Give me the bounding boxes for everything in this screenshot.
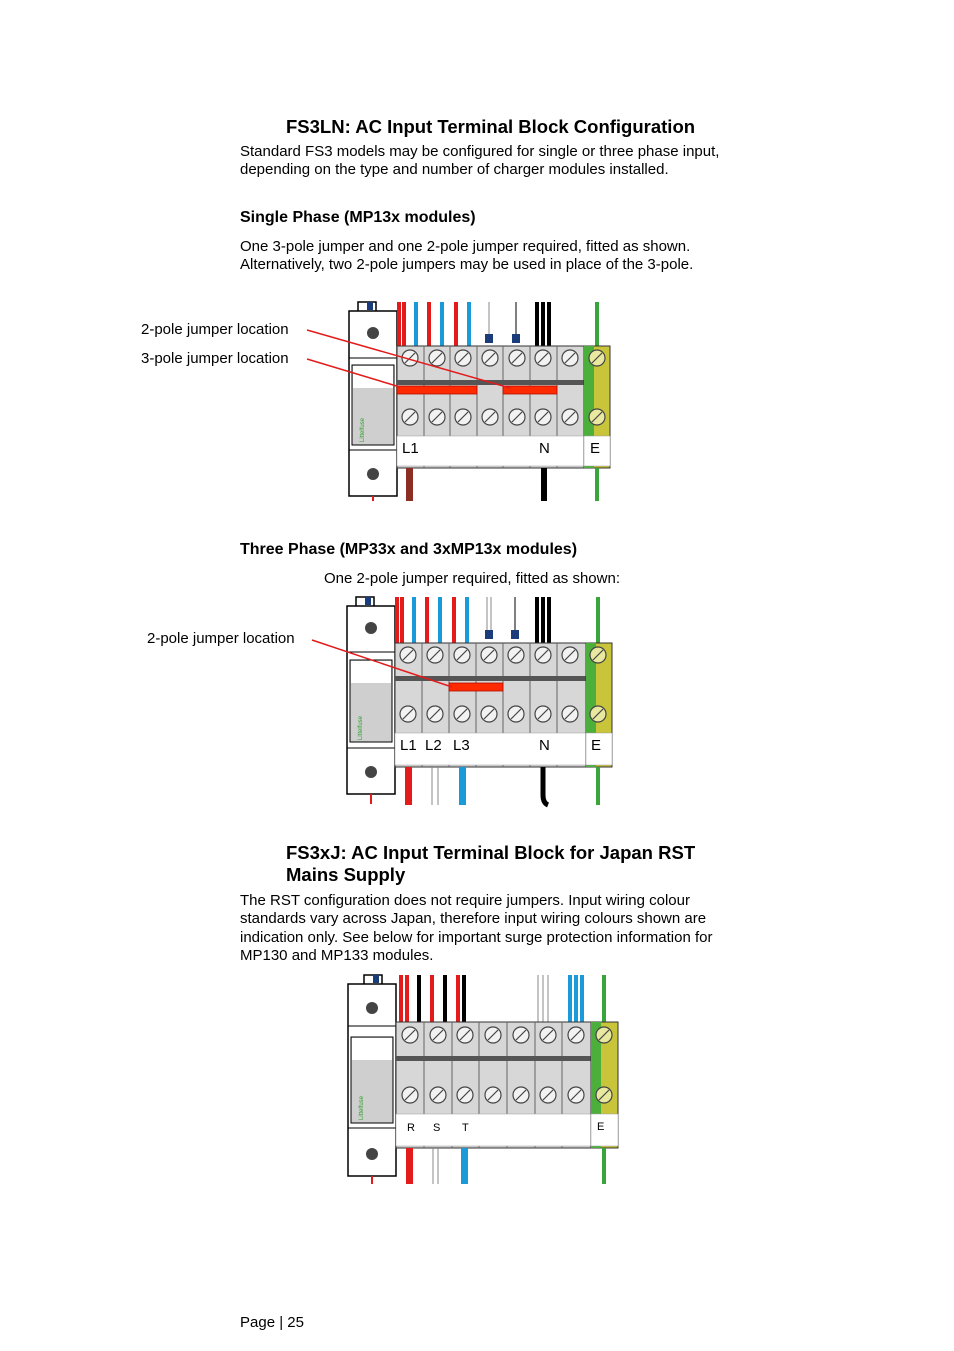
label-L3-d2: L3 [453,737,470,754]
section-title-fs3ln: FS3LN: AC Input Terminal Block Configura… [286,116,696,137]
callout-2pole-single: 2-pole jumper location [141,321,289,338]
label-L1-d1: L1 [402,440,419,457]
section-title-fs3xj-line2: Mains Supply [286,864,406,885]
label-N-d1: N [539,440,550,457]
label-E-d1: E [590,440,600,457]
fuse-brand-label: Littelfuse [360,417,366,442]
page-number: Page | 25 [240,1314,304,1331]
label-L1-d2: L1 [400,737,417,754]
label-E-d3: E [597,1121,604,1133]
section2-text: The RST configuration does not require j… [240,892,713,964]
fuse-holder: Littelfuse [346,596,396,804]
fuse-holder: Littelfuse [347,974,397,1184]
terminal-blocks [396,345,611,469]
callout-3pole-single: 3-pole jumper location [141,350,289,367]
top-wires [397,302,599,346]
label-S: S [433,1122,440,1134]
section-title-fs3xj-line1: FS3xJ: AC Input Terminal Block for Japan… [286,842,696,863]
single-phase-text: One 3-pole jumper and one 2-pole jumper … [240,238,694,274]
svg-text:Littelfuse: Littelfuse [358,715,364,740]
terminal-blocks [394,642,613,768]
jumper-3pole [396,385,478,395]
label-T: T [462,1122,469,1134]
three-phase-text: One 2-pole jumper required, fitted as sh… [324,570,620,587]
single-phase-heading: Single Phase (MP13x modules) [240,209,476,226]
terminal-blocks [395,1021,619,1149]
top-wires [395,597,600,643]
three-phase-heading: Three Phase (MP33x and 3xMP13x modules) [240,541,578,558]
label-N-d2: N [539,737,550,754]
label-R: R [407,1122,415,1134]
top-wires [399,975,606,1022]
jumper-2pole [502,385,558,395]
svg-text:Littelfuse: Littelfuse [359,1095,365,1120]
label-E-d2: E [591,737,601,754]
label-L2-d2: L2 [425,737,442,754]
callout-2pole-three: 2-pole jumper location [147,630,295,647]
section-intro: Standard FS3 models may be configured fo… [240,143,720,179]
jumper-2pole [448,682,504,692]
